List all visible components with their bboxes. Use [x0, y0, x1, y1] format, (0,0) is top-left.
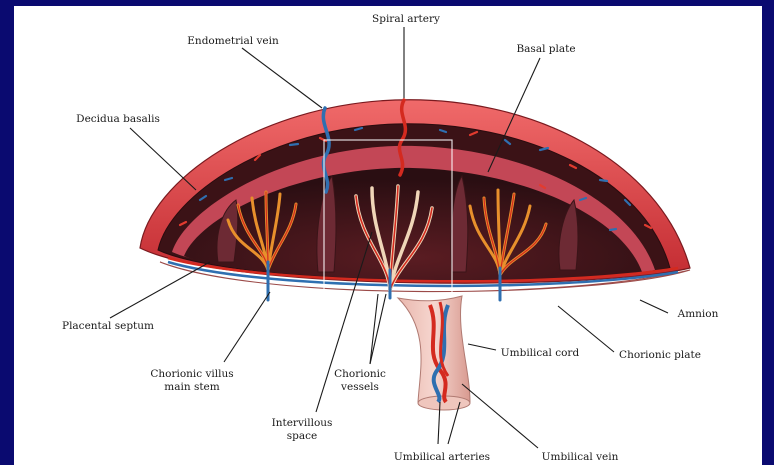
label-placental-septum: Placental septum: [62, 320, 154, 332]
label-umbilical-arteries: Umbilical arteries: [394, 451, 490, 463]
label-chorionic-plate: Chorionic plate: [619, 349, 701, 361]
label-decidua-basalis: Decidua basalis: [76, 113, 160, 125]
label-endometrial-vein: Endometrial vein: [187, 35, 279, 47]
label-intervillous-2: space: [287, 430, 317, 442]
label-amnion: Amnion: [677, 308, 719, 320]
label-chorionic-vessels-2: vessels: [340, 381, 379, 393]
label-chorionic-vessels-1: Chorionic: [334, 368, 386, 380]
label-chorionic-villus-1: Chorionic villus: [150, 368, 233, 380]
label-umbilical-cord: Umbilical cord: [501, 347, 580, 359]
label-umbilical-vein: Umbilical vein: [542, 451, 619, 463]
label-basal-plate: Basal plate: [516, 43, 575, 55]
label-chorionic-villus-2: main stem: [164, 381, 219, 393]
umbilical-cord: [398, 296, 470, 410]
label-spiral-artery: Spiral artery: [372, 13, 440, 25]
label-intervillous-1: Intervillous: [272, 417, 333, 429]
